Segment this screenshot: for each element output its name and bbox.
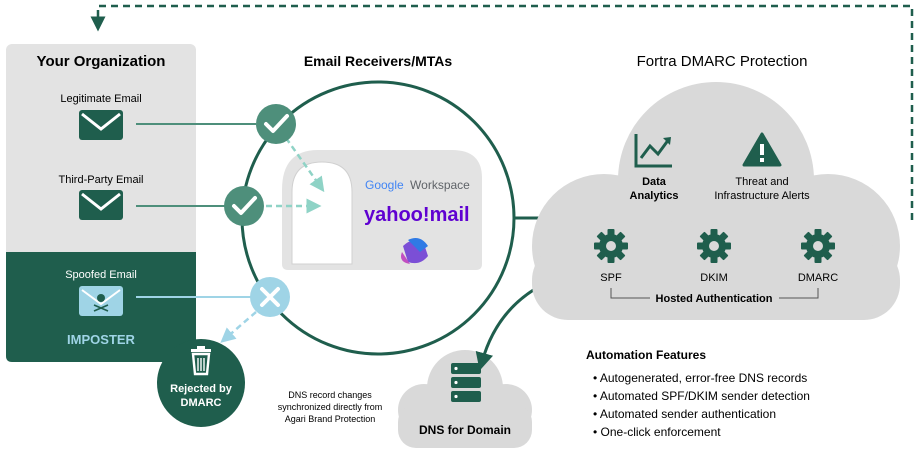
dns-domain-label: DNS for Domain (419, 423, 511, 437)
spoofed-email-label: Spoofed Email (65, 269, 137, 281)
receivers-title: Email Receivers/MTAs (304, 53, 453, 69)
hosted-auth-bracket (610, 288, 819, 299)
dkim-gear-icon (697, 229, 731, 263)
analytics-label-1: Data (642, 176, 667, 188)
legitimate-check-icon (256, 104, 296, 144)
trash-icon (191, 346, 211, 376)
dmarc-label: DMARC (798, 272, 838, 284)
mta-gateway-shape (282, 150, 482, 270)
dkim-label: DKIM (700, 272, 728, 284)
imposter-label: IMPOSTER (67, 332, 136, 347)
analytics-chart-icon (634, 134, 672, 168)
third-party-check-icon (224, 186, 264, 226)
dns-note-line1: DNS record changes (288, 390, 372, 400)
organization-title: Your Organization (37, 53, 166, 70)
automation-item: • One-click enforcement (593, 425, 721, 439)
spoofed-dashed-arrow (220, 311, 257, 343)
analytics-label-2: Analytics (630, 190, 679, 202)
automation-item: • Automated SPF/DKIM sender detection (593, 389, 810, 403)
dns-note-line3: Agari Brand Protection (285, 414, 376, 424)
threat-label-2: Infrastructure Alerts (714, 190, 810, 202)
spf-label: SPF (600, 272, 622, 284)
dmarc-gear-icon (801, 229, 835, 263)
third-party-email-label: Third-Party Email (59, 174, 144, 186)
google-workspace-logo: Google Workspace (365, 178, 470, 192)
fortra-title: Fortra DMARC Protection (637, 53, 808, 70)
threat-label-1: Threat and (735, 176, 788, 188)
spoofed-reject-x-icon (250, 277, 290, 317)
dns-note-line2: synchronized directly from (278, 402, 383, 412)
legitimate-email-label: Legitimate Email (60, 93, 141, 105)
rejected-line1: Rejected by (170, 383, 233, 395)
feedback-dashed-loop (90, 4, 914, 220)
third-party-envelope-icon (79, 190, 123, 220)
microsoft-365-icon (401, 238, 428, 264)
legitimate-envelope-icon (79, 110, 123, 140)
warning-triangle-icon (742, 132, 782, 167)
automation-item: • Automated sender authentication (593, 407, 776, 421)
hosted-auth-label: Hosted Authentication (656, 293, 773, 305)
yahoo-mail-logo: yahoo!mail (364, 204, 470, 226)
spf-gear-icon (594, 229, 628, 263)
rejected-circle (157, 339, 245, 427)
rejected-line2: DMARC (181, 397, 222, 409)
server-stack-icon (451, 363, 481, 402)
automation-title: Automation Features (586, 348, 706, 362)
spoofed-envelope-icon (79, 286, 123, 316)
automation-item: • Autogenerated, error-free DNS records (593, 371, 807, 385)
